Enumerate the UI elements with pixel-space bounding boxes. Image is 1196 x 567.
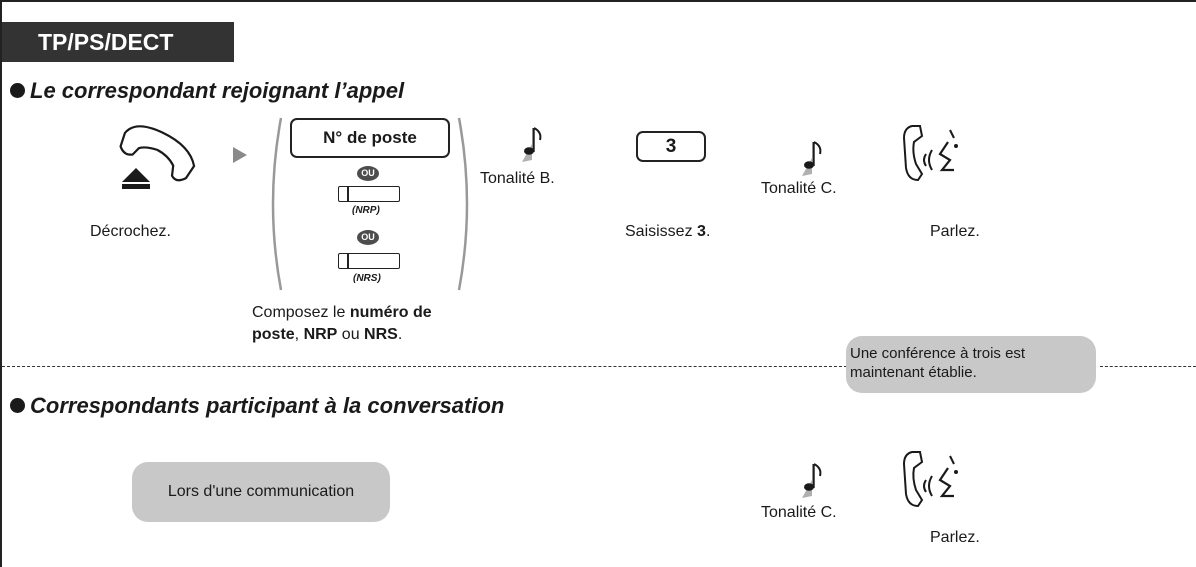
enter-bold: 3 [697, 223, 706, 240]
during-call-badge: Lors d'une communication [132, 462, 390, 522]
dial-bold: poste [252, 326, 295, 343]
conference-note-bubble: Une conférence à trois est maintenant ét… [846, 336, 1096, 393]
talk-caption: Parlez. [930, 529, 980, 546]
bullet-icon [10, 83, 25, 98]
talk-handset-icon [902, 125, 958, 182]
enter-caption: Saisissez 3. [625, 223, 710, 241]
section1-heading: Le correspondant rejoignant l’appel [10, 78, 404, 104]
digit-3-key: 3 [636, 131, 706, 162]
tone-b-note-icon [522, 127, 542, 162]
dial-text: . [397, 326, 403, 343]
nrs-line-key-icon [338, 253, 400, 269]
tone-c-note-icon [802, 463, 822, 498]
extension-number-key: N° de poste [290, 118, 450, 158]
dial-text: , [294, 326, 304, 343]
tone-c-note-icon [802, 141, 822, 176]
talk-caption: Parlez. [930, 223, 980, 240]
dial-bold: NRP [303, 326, 338, 343]
or-badge: OU [357, 230, 379, 245]
section1-title: Le correspondant rejoignant l’appel [30, 78, 405, 103]
offhook-handset-icon [119, 125, 196, 189]
dial-bold: NRS [364, 326, 398, 343]
dial-text: ou [337, 326, 365, 343]
nrp-label: (NRP) [352, 205, 380, 216]
note-line: maintenant établie. [850, 364, 977, 381]
dial-caption: Composez le numéro de poste, NRP ou NRS. [252, 302, 432, 346]
bullet-icon [10, 398, 25, 413]
step-arrow-icon [233, 147, 247, 163]
nrp-line-key-icon [338, 186, 400, 202]
tone-c-caption: Tonalité C. [761, 504, 837, 521]
section2-title: Correspondants participant à la conversa… [30, 393, 505, 418]
section-divider-right [1100, 366, 1196, 367]
talk-handset-icon [902, 451, 958, 508]
enter-text: . [705, 223, 711, 240]
tone-c-caption: Tonalité C. [761, 180, 837, 197]
nrs-label: (NRS) [353, 273, 381, 284]
frame-top-border [0, 0, 1196, 2]
frame-left-border [0, 0, 2, 567]
or-badge: OU [357, 166, 379, 181]
section-divider [2, 366, 847, 367]
enter-text: Saisissez [625, 223, 698, 240]
option-bracket-icon [271, 117, 469, 291]
note-line: Une conférence à trois est [850, 345, 1026, 362]
tone-b-caption: Tonalité B. [480, 170, 555, 187]
section2-heading: Correspondants participant à la conversa… [10, 393, 504, 419]
header-tab: TP/PS/DECT [2, 22, 234, 62]
offhook-caption: Décrochez. [90, 223, 171, 240]
dial-bold: numéro de [349, 304, 432, 321]
dial-text: Composez le [252, 304, 350, 321]
